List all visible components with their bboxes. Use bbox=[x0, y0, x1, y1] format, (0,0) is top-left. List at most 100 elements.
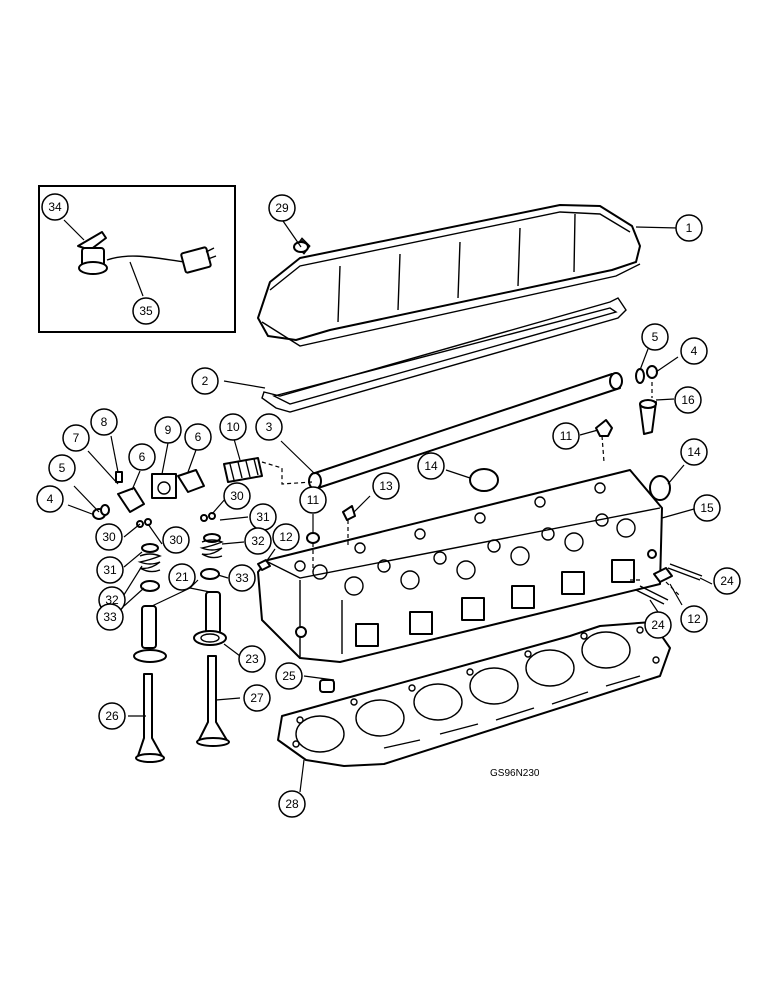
callout-stud-right: 24 bbox=[713, 567, 741, 595]
callout-fitting-right: 12 bbox=[680, 605, 708, 633]
rocker-shaft-drawing bbox=[308, 372, 623, 490]
callout-circle bbox=[243, 684, 271, 712]
callout-circle bbox=[641, 323, 669, 351]
callout-spring-retainer-left: 31 bbox=[96, 556, 124, 584]
callout-label: 7 bbox=[73, 431, 80, 445]
callout-circle bbox=[90, 408, 118, 436]
callout-label: 10 bbox=[226, 420, 240, 434]
callout-circle bbox=[275, 662, 303, 690]
callout-label: 14 bbox=[424, 459, 438, 473]
callout-valve-keeper-c: 30 bbox=[223, 482, 251, 510]
callout-rocker-arm-right: 6 bbox=[184, 423, 212, 451]
callout-circle bbox=[713, 567, 741, 595]
callout-label: 5 bbox=[652, 330, 659, 344]
callout-valve-cover-gasket: 2 bbox=[191, 367, 219, 395]
callout-label: 12 bbox=[279, 530, 293, 544]
callout-label: 15 bbox=[700, 501, 714, 515]
callout-label: 24 bbox=[720, 574, 734, 588]
callout-label: 4 bbox=[691, 344, 698, 358]
callout-circle bbox=[299, 486, 327, 514]
callout-adjusting-screw: 8 bbox=[90, 408, 118, 436]
callout-label: 16 bbox=[681, 393, 695, 407]
callout-dowel: 25 bbox=[275, 662, 303, 690]
callout-circle bbox=[255, 413, 283, 441]
callout-label: 21 bbox=[175, 570, 189, 584]
callout-fitting-left: 12 bbox=[272, 523, 300, 551]
valve-cover-drawing bbox=[257, 204, 641, 347]
callout-label: 30 bbox=[230, 489, 244, 503]
callout-label: 23 bbox=[245, 652, 259, 666]
callout-circle bbox=[191, 367, 219, 395]
callout-cylinder-head: 15 bbox=[693, 494, 721, 522]
callout-stud-lower: 24 bbox=[644, 611, 672, 639]
callout-circle bbox=[693, 494, 721, 522]
callout-label: 31 bbox=[256, 510, 270, 524]
callout-plug-right: 4 bbox=[680, 337, 708, 365]
callout-circle bbox=[168, 563, 196, 591]
callout-label: 14 bbox=[687, 445, 701, 459]
callout-circle bbox=[228, 564, 256, 592]
callout-circle bbox=[372, 472, 400, 500]
callout-heater-element: 34 bbox=[41, 193, 69, 221]
callout-sleeve: 16 bbox=[674, 386, 702, 414]
callout-valve-keeper-a: 30 bbox=[95, 523, 123, 551]
callout-exhaust-valve: 27 bbox=[243, 684, 271, 712]
callout-circle bbox=[644, 611, 672, 639]
callout-circle bbox=[162, 526, 190, 554]
callout-circle bbox=[680, 605, 708, 633]
callout-circle bbox=[41, 193, 69, 221]
callout-circle bbox=[95, 523, 123, 551]
figure-code: GS96N230 bbox=[490, 768, 540, 779]
callout-circle bbox=[680, 438, 708, 466]
callout-circle bbox=[680, 337, 708, 365]
callout-label: 34 bbox=[48, 200, 62, 214]
callout-label: 6 bbox=[195, 430, 202, 444]
callout-circle bbox=[62, 424, 90, 452]
callout-bracket-center: 11 bbox=[299, 486, 327, 514]
callout-circle bbox=[48, 454, 76, 482]
callout-label: 25 bbox=[282, 669, 296, 683]
callout-circle bbox=[223, 482, 251, 510]
callout-label: 33 bbox=[235, 571, 249, 585]
callout-label: 11 bbox=[560, 429, 573, 443]
callout-expansion-plug-left: 14 bbox=[417, 452, 445, 480]
callout-label: 35 bbox=[139, 304, 153, 318]
callout-circle bbox=[417, 452, 445, 480]
small-parts-left bbox=[92, 457, 263, 763]
callout-circle bbox=[238, 645, 266, 673]
callout-label: 2 bbox=[202, 374, 209, 388]
callout-label: 13 bbox=[379, 479, 393, 493]
callout-label: 6 bbox=[139, 450, 146, 464]
callout-circle bbox=[244, 527, 272, 555]
callout-plug-left: 4 bbox=[36, 485, 64, 513]
valve-cover-gasket-drawing bbox=[261, 297, 627, 413]
callout-label: 33 bbox=[103, 610, 117, 624]
callout-label: 1 bbox=[686, 221, 693, 235]
callout-label: 11 bbox=[307, 493, 320, 507]
callout-label: 3 bbox=[266, 420, 273, 434]
callout-rocker-support: 9 bbox=[154, 416, 182, 444]
callout-valve-seal-left: 33 bbox=[96, 603, 124, 631]
callout-circle bbox=[154, 416, 182, 444]
callout-circle bbox=[132, 297, 160, 325]
callout-label: 8 bbox=[101, 415, 108, 429]
callout-label: 9 bbox=[165, 423, 172, 437]
callout-circle bbox=[184, 423, 212, 451]
inset-box bbox=[38, 185, 236, 333]
callout-expansion-plug-right: 14 bbox=[680, 438, 708, 466]
callout-valve-spring-right: 32 bbox=[244, 527, 272, 555]
callout-circle bbox=[674, 386, 702, 414]
callout-label: 5 bbox=[59, 461, 66, 475]
callout-label: 27 bbox=[250, 691, 264, 705]
callout-clip-left: 5 bbox=[48, 454, 76, 482]
callout-rocker-arm-left: 6 bbox=[128, 443, 156, 471]
callout-spacer-spring: 10 bbox=[219, 413, 247, 441]
callout-circle bbox=[128, 443, 156, 471]
callout-valve-seat-insert: 23 bbox=[238, 645, 266, 673]
callout-circle bbox=[278, 790, 306, 818]
callout-lock-nut: 7 bbox=[62, 424, 90, 452]
callout-label: 4 bbox=[47, 492, 54, 506]
callout-insert: 13 bbox=[372, 472, 400, 500]
callout-label: 26 bbox=[105, 709, 119, 723]
